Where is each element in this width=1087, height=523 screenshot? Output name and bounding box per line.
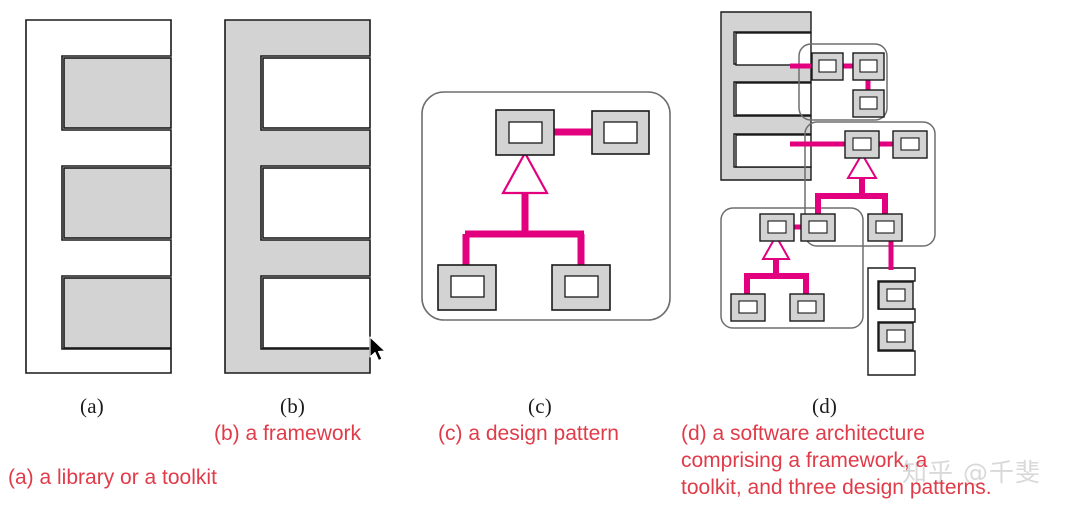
panel-a-block-1 [63, 57, 172, 129]
panel-d-p1-class-a [811, 52, 844, 81]
panel-d-p3-class-right [789, 293, 825, 322]
panel-a-comb-outline [25, 19, 172, 374]
panel-d-generalization-triangle-2-icon [846, 152, 878, 179]
panel-d-p1-class-c [852, 89, 885, 118]
panel-b-block-2 [262, 167, 371, 239]
panel-d-pattern-1-container [798, 43, 888, 121]
panel-d-toolkit-comb [867, 267, 916, 376]
panel-c-class-top-left [495, 109, 555, 156]
panel-d-p2-class-right [892, 130, 928, 159]
panel-d-framework-comb [720, 11, 812, 181]
panel-d-p1-class-b [852, 52, 885, 81]
panel-d-toolkit-class-1 [878, 281, 914, 310]
caption-d: (d) a software architecture comprising a… [681, 422, 992, 499]
panel-letter-d: (d) [812, 394, 838, 418]
panel-d-toolkit-outline [867, 267, 916, 376]
caption-a: (a) a library or a toolkit [8, 466, 217, 489]
panel-letter-b: (b) [280, 394, 306, 418]
panel-d-p2-class-mid [800, 213, 836, 242]
panel-c-class-bottom-right [551, 264, 611, 311]
panel-c-generalization-triangle-icon [501, 150, 549, 195]
panel-b-framework [224, 19, 371, 374]
caption-b: (b) a framework [214, 422, 362, 445]
panel-a-library-toolkit [25, 19, 172, 374]
panel-a-block-3 [63, 277, 172, 349]
panel-d-framework-outline [720, 11, 812, 181]
panel-letter-a: (a) [80, 394, 104, 418]
caption-c: (c) a design pattern [438, 422, 619, 445]
panel-c-design-pattern [421, 91, 671, 321]
panel-c-class-top-right [591, 110, 650, 155]
panel-b-block-1 [262, 57, 371, 129]
panel-d-software-architecture [720, 11, 936, 376]
panel-d-p2-class-right-low [867, 213, 903, 242]
panel-b-block-3 [262, 277, 371, 349]
panel-d-p2-class-top [844, 130, 880, 159]
panel-d-p3-class-left [730, 293, 766, 322]
panel-d-p3-class-top [759, 213, 795, 242]
panel-d-pattern-2-container [804, 121, 936, 247]
panel-d-pattern-3-container [720, 207, 864, 329]
panel-d-generalization-triangle-3-icon [761, 233, 791, 260]
panel-d-framework-block-3 [735, 134, 812, 168]
panel-letter-c: (c) [528, 394, 552, 418]
panel-a-block-2 [63, 167, 172, 239]
panel-d-toolkit-class-2 [878, 322, 914, 351]
panel-c-class-bottom-left [437, 264, 497, 311]
